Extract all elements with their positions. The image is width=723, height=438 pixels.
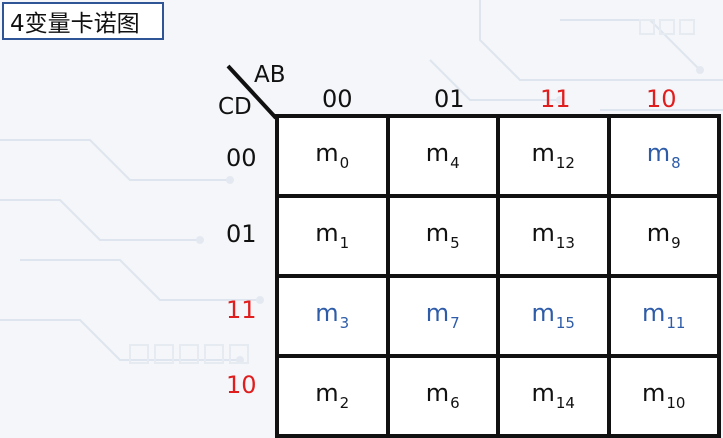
minterm-symbol: m [315, 299, 339, 327]
minterm-cell: m5 [385, 194, 500, 278]
minterm-index: 15 [555, 314, 575, 332]
minterm-index: 6 [450, 394, 460, 412]
column-header: 01 [434, 85, 465, 113]
karnaugh-map-grid: m0 m4 m12 m8 m1 m5 m13 m9 m3 m7 m15 m11 … [275, 114, 721, 438]
minterm-index: 9 [671, 234, 681, 252]
row-header: 11 [226, 296, 257, 324]
minterm-cell: m14 [496, 354, 611, 438]
row-header: 10 [226, 371, 257, 399]
minterm-symbol: m [425, 219, 450, 247]
minterm-cell: m2 [275, 354, 390, 438]
title-box: 4变量卡诺图 [2, 2, 164, 40]
minterm-symbol: m [531, 299, 555, 327]
minterm-index: 0 [339, 154, 350, 172]
minterm-symbol: m [642, 379, 666, 407]
row-header: 00 [226, 144, 257, 172]
minterm-index: 13 [555, 234, 575, 252]
circuit-background-decoration [0, 0, 723, 364]
minterm-symbol: m [425, 299, 450, 327]
grid-row: m0 m4 m12 m8 [275, 114, 721, 198]
column-header: 10 [646, 85, 677, 113]
minterm-symbol: m [531, 379, 555, 407]
column-header: 11 [540, 85, 571, 113]
column-header: 00 [322, 85, 353, 113]
minterm-cell: m13 [496, 194, 611, 278]
column-variables-label: AB [254, 62, 286, 88]
minterm-symbol: m [531, 139, 555, 167]
row-variables-label: CD [218, 94, 252, 120]
minterm-index: 1 [339, 234, 350, 252]
minterm-cell: m4 [385, 114, 500, 198]
minterm-cell: m9 [606, 194, 721, 278]
row-header: 01 [226, 220, 257, 248]
minterm-index: 7 [450, 314, 460, 332]
minterm-cell: m8 [606, 114, 721, 198]
minterm-symbol: m [646, 219, 671, 247]
minterm-symbol: m [531, 219, 555, 247]
minterm-symbol: m [315, 219, 339, 247]
minterm-index: 12 [555, 154, 575, 172]
grid-row: m2 m6 m14 m10 [275, 354, 721, 438]
diagonal-corner-divider [226, 64, 278, 120]
minterm-index: 10 [666, 394, 686, 412]
minterm-symbol: m [315, 139, 339, 167]
minterm-cell: m15 [496, 274, 611, 358]
grid-row: m1 m5 m13 m9 [275, 194, 721, 278]
minterm-cell: m1 [275, 194, 390, 278]
page-title: 4变量卡诺图 [10, 11, 140, 37]
minterm-cell: m3 [275, 274, 390, 358]
minterm-symbol: m [642, 299, 666, 327]
minterm-symbol: m [425, 379, 450, 407]
minterm-symbol: m [425, 139, 450, 167]
minterm-index: 2 [339, 394, 350, 412]
minterm-symbol: m [315, 379, 339, 407]
minterm-cell: m11 [606, 274, 721, 358]
minterm-symbol: m [646, 139, 671, 167]
minterm-index: 11 [666, 314, 686, 332]
minterm-index: 3 [339, 314, 350, 332]
minterm-index: 5 [450, 234, 460, 252]
minterm-index: 4 [450, 154, 460, 172]
minterm-index: 14 [555, 394, 575, 412]
minterm-cell: m0 [275, 114, 390, 198]
minterm-index: 8 [671, 154, 681, 172]
minterm-cell: m7 [385, 274, 500, 358]
minterm-cell: m10 [606, 354, 721, 438]
grid-row: m3 m7 m15 m11 [275, 274, 721, 358]
minterm-cell: m12 [496, 114, 611, 198]
minterm-cell: m6 [385, 354, 500, 438]
